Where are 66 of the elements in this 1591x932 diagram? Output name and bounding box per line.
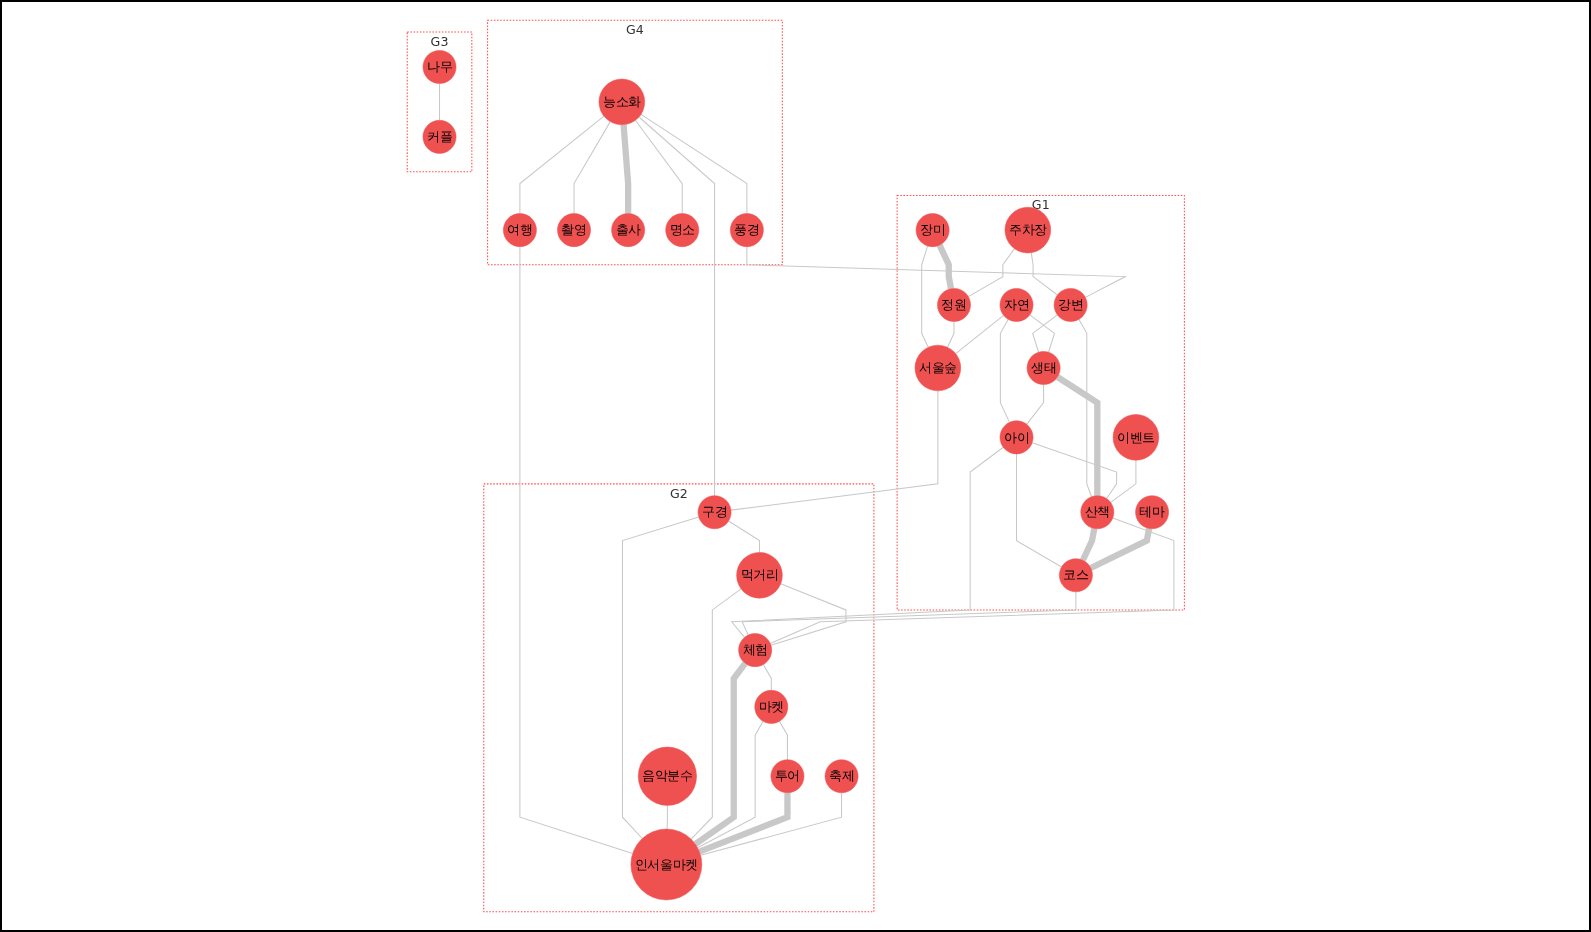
node-circle: 아이 xyxy=(999,420,1034,455)
connector xyxy=(727,520,760,553)
connector xyxy=(634,119,683,215)
node-circle: 인서울마켓 xyxy=(630,828,702,901)
connector xyxy=(946,321,955,348)
connector xyxy=(778,720,788,761)
node-circle: 서울숲 xyxy=(914,344,961,392)
node-circle: 구경 xyxy=(697,495,732,530)
connector xyxy=(1079,527,1098,562)
node-circle: 풍경 xyxy=(729,213,764,247)
node-circle: 마켓 xyxy=(754,690,788,724)
node-circle: 커플 xyxy=(422,120,457,154)
connector xyxy=(920,245,929,348)
connector xyxy=(730,446,1004,638)
node-circle: 먹거리 xyxy=(736,552,783,599)
connector xyxy=(519,246,633,855)
node-circle: 축제 xyxy=(824,759,859,794)
connector xyxy=(666,804,668,830)
node-circle: 정원 xyxy=(936,288,971,322)
node-circle: 코스 xyxy=(1058,558,1093,593)
connector xyxy=(746,246,1128,298)
node-circle: 생태 xyxy=(1026,351,1061,385)
connector xyxy=(696,720,764,849)
connector xyxy=(438,83,440,121)
connector xyxy=(697,792,791,855)
node-circle: 자연 xyxy=(999,288,1034,322)
connector xyxy=(1015,453,1062,568)
connector xyxy=(1031,442,1117,500)
connector xyxy=(638,116,715,497)
node-circle: 출사 xyxy=(611,213,645,247)
connector xyxy=(1025,384,1044,425)
connector xyxy=(762,664,772,691)
connector xyxy=(1055,374,1101,496)
connector xyxy=(621,516,699,840)
connector xyxy=(1109,459,1137,503)
node-circle: 나무 xyxy=(422,50,457,84)
connector xyxy=(690,588,742,840)
node-circle: 투어 xyxy=(770,759,804,794)
connector xyxy=(769,517,1175,645)
connector xyxy=(1030,252,1058,296)
node-circle: 여행 xyxy=(502,213,537,247)
connector xyxy=(770,583,847,646)
connector xyxy=(573,121,611,215)
connector xyxy=(954,314,1004,355)
connector xyxy=(730,390,939,511)
connector xyxy=(999,318,1010,423)
connector xyxy=(620,124,631,214)
node-circle: 이벤트 xyxy=(1112,414,1159,461)
connector xyxy=(1089,527,1152,571)
connector xyxy=(519,115,605,215)
node-circle: 촬영 xyxy=(556,213,591,247)
node-circle: 산책 xyxy=(1080,495,1114,530)
connector xyxy=(640,113,748,215)
node-circle: 음악분수 xyxy=(637,746,697,806)
connector xyxy=(699,792,842,856)
node-circle: 명소 xyxy=(665,213,699,247)
connector xyxy=(1078,318,1092,498)
connector xyxy=(693,661,748,847)
connector xyxy=(741,591,1077,636)
node-circle: 체험 xyxy=(738,633,772,667)
node-circle: 능소화 xyxy=(598,78,645,125)
node-circle: 테마 xyxy=(1134,495,1169,530)
node-circle: 장미 xyxy=(915,213,950,247)
node-circle: 강변 xyxy=(1053,288,1088,322)
connector xyxy=(967,248,1015,298)
connector xyxy=(936,243,954,290)
